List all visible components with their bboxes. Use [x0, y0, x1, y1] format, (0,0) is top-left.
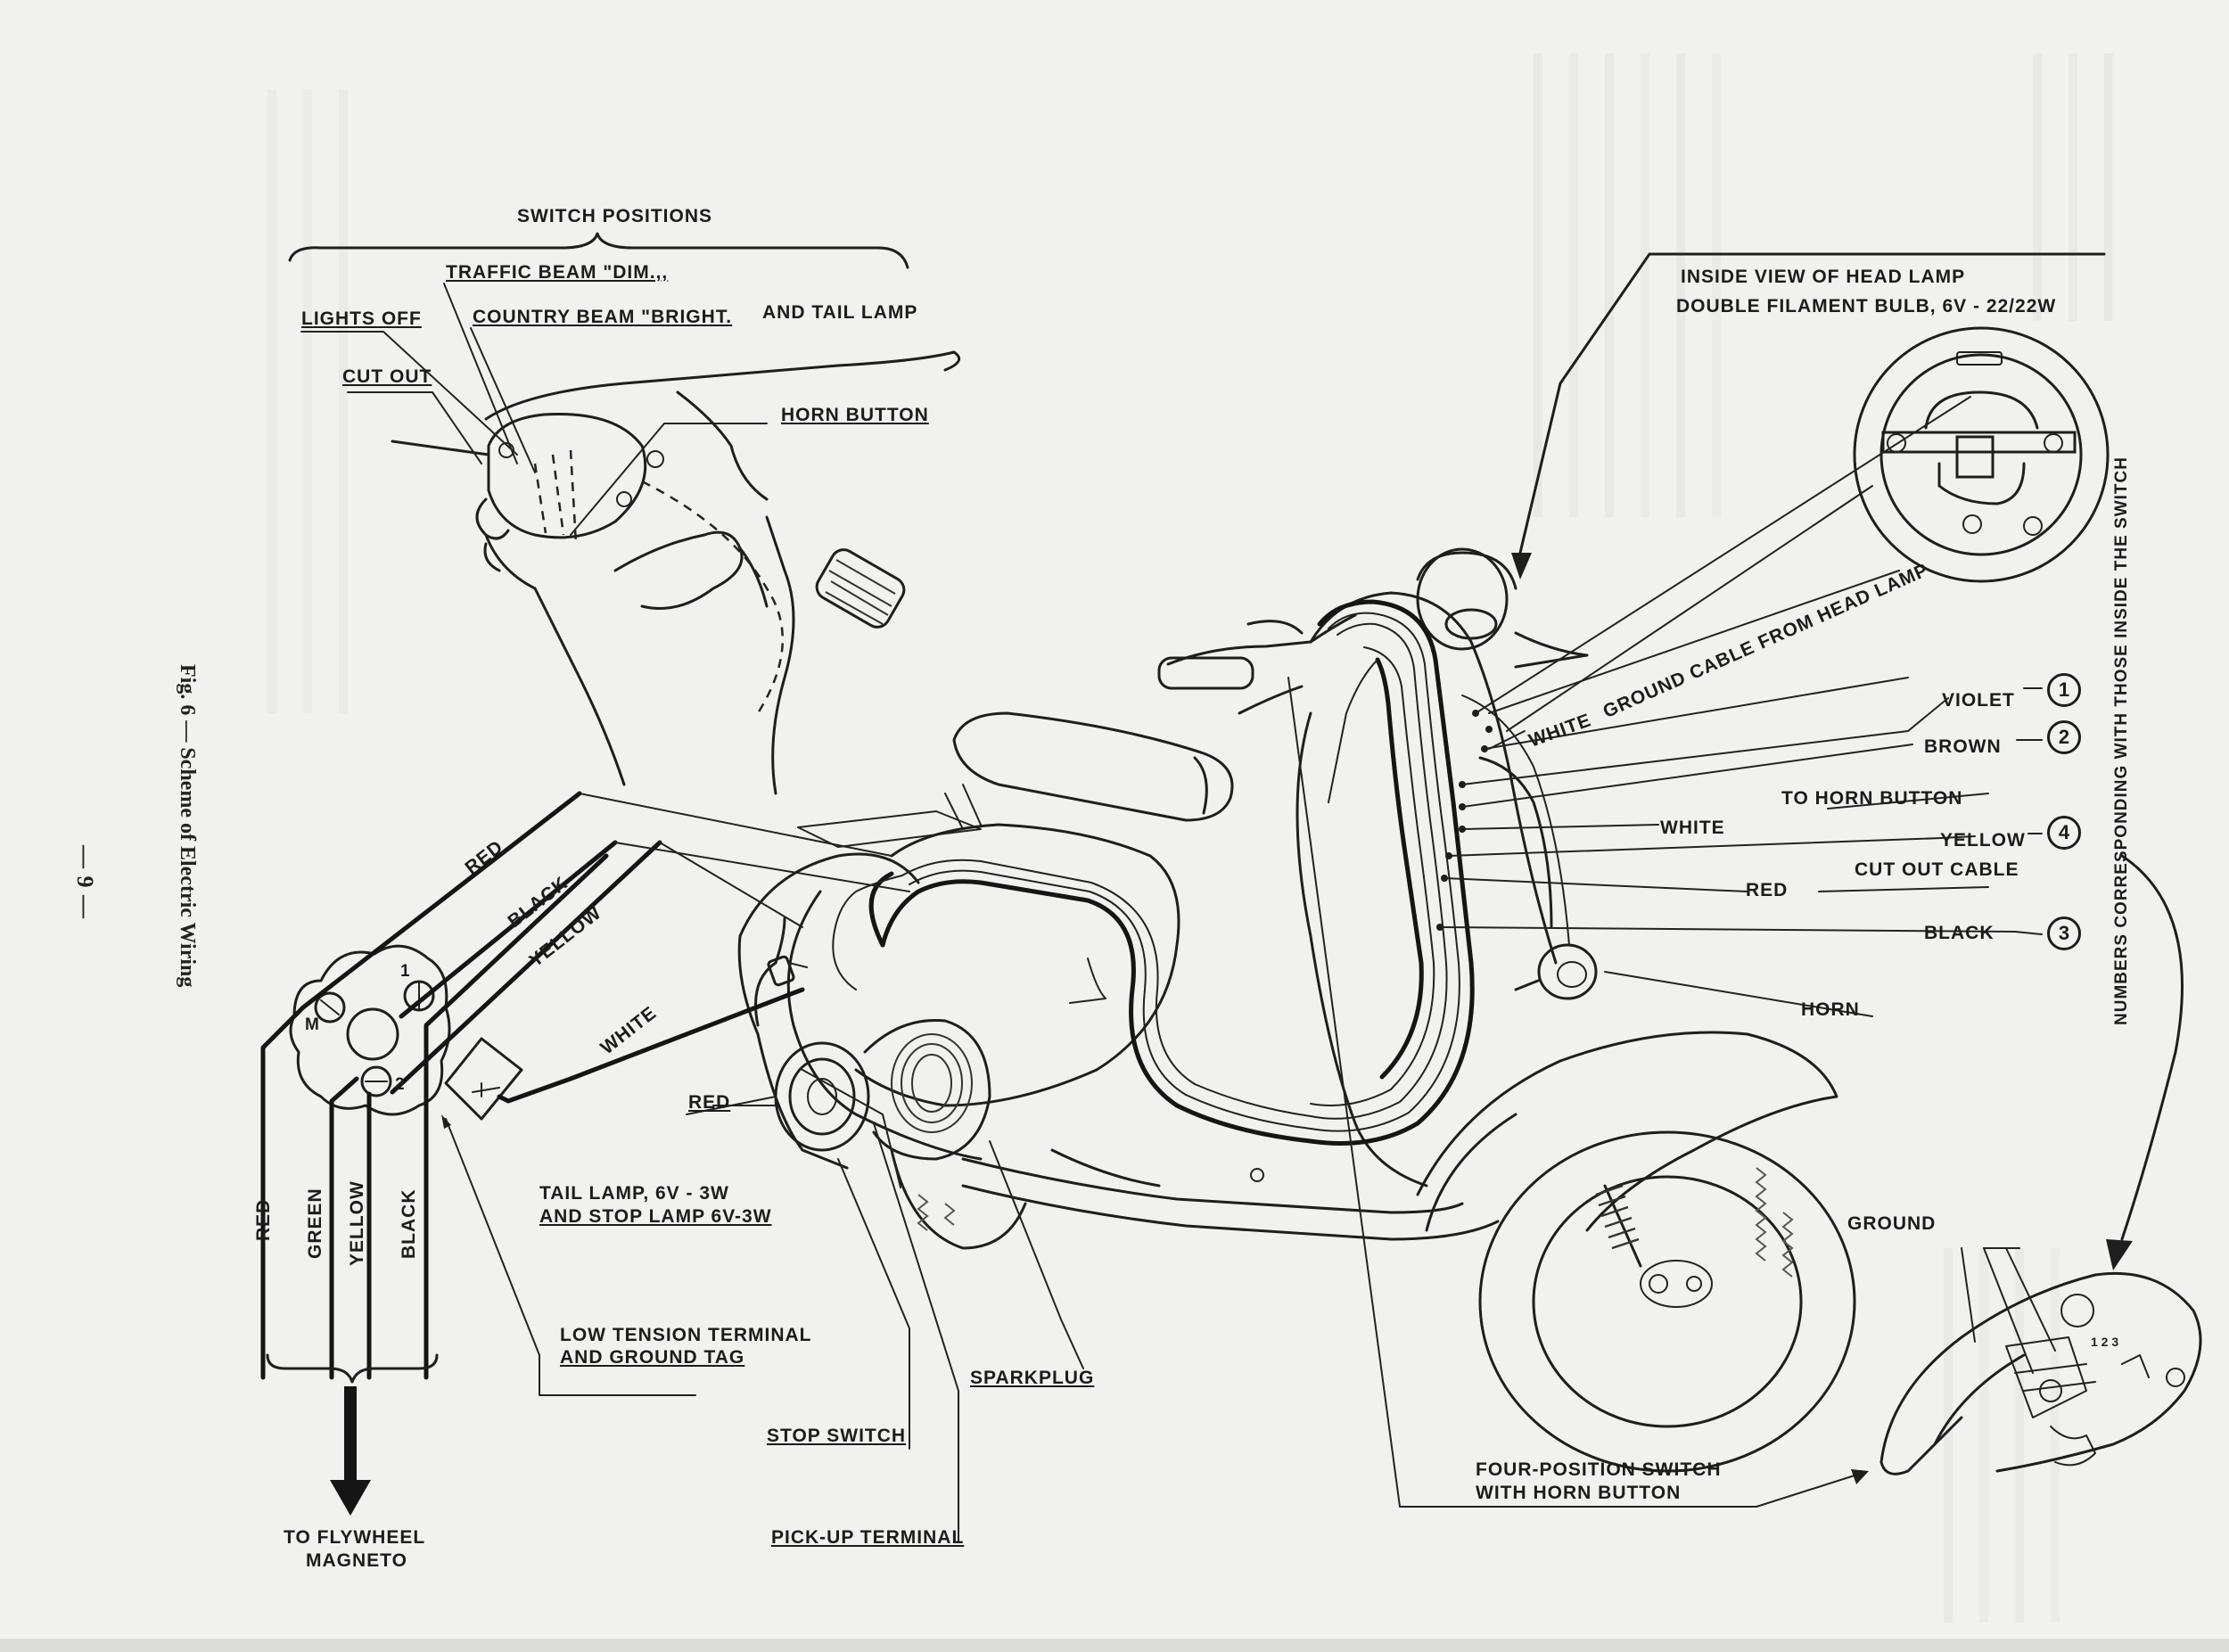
low-tension-label-2: AND GROUND TAG — [560, 1347, 745, 1368]
page-edge-shadow — [0, 1639, 2229, 1652]
four-position-leader — [1287, 677, 1869, 1508]
bleed-through-texture — [267, 53, 2113, 1623]
wire-red-label: RED — [1746, 880, 1789, 900]
flywheel-label-2: MAGNETO — [306, 1550, 407, 1571]
terminal-1-mark: 1 — [400, 962, 411, 981]
tail-lamp-label-2: AND STOP LAMP 6V-3W — [539, 1206, 772, 1227]
head-lamp-title-2: DOUBLE FILAMENT BULB, 6V - 22/22W — [1676, 296, 2057, 316]
four-position-switch-drawing: 1 2 3 — [1879, 1247, 2202, 1475]
page-number: — 9 — — [72, 845, 98, 919]
handlebar-switch-drawing — [391, 350, 961, 795]
wire-violet-label: VIOLET — [1942, 690, 2015, 711]
to-horn-button-label: TO HORN BUTTON — [1781, 788, 1963, 809]
stop-switch-label: STOP SWITCH — [767, 1426, 907, 1446]
low-tension-label-1: LOW TENSION TERMINAL — [560, 1325, 812, 1345]
flywheel-arrow — [266, 1353, 439, 1516]
bottom-wire-black: BLACK — [399, 1188, 419, 1260]
wire-black-label: BLACK — [1924, 923, 1995, 943]
ground-label: GROUND — [1847, 1213, 1937, 1234]
wire-number-2: 2 — [2047, 720, 2081, 754]
country-beam-label: COUNTRY BEAM "BRIGHT. — [473, 307, 733, 327]
cut-out-cable-label: CUT OUT CABLE — [1855, 859, 2019, 880]
flywheel-label-1: TO FLYWHEEL — [284, 1527, 426, 1548]
switch-leaders — [300, 283, 768, 536]
switch-arrow — [2106, 854, 2184, 1270]
wire-number-1: 1 — [2047, 673, 2081, 707]
wire-number-3: 3 — [2047, 916, 2081, 950]
wire-brown-label: BROWN — [1924, 736, 2002, 757]
bottom-wire-red: RED — [253, 1198, 274, 1241]
switch-wire-leaders — [1436, 396, 2043, 1017]
tail-lamp-label-1: TAIL LAMP, 6V - 3W — [539, 1183, 729, 1204]
wire-number-4: 4 — [2047, 816, 2081, 850]
bottom-wire-yellow: YELLOW — [347, 1180, 367, 1266]
svg-text:1 2 3: 1 2 3 — [2091, 1335, 2118, 1349]
horn-button-label: HORN BUTTON — [781, 405, 929, 425]
terminal-block — [289, 944, 523, 1121]
pickup-terminal-label: PICK-UP TERMINAL — [771, 1527, 965, 1548]
terminal-m-mark: M — [305, 1015, 320, 1034]
switch-positions-title: SWITCH POSITIONS — [517, 206, 713, 226]
four-position-switch-label-2: WITH HORN BUTTON — [1476, 1483, 1682, 1503]
headlamp-inside-view — [1853, 326, 2110, 583]
left-wires — [260, 791, 910, 1380]
traffic-beam-label: TRAFFIC BEAM "DIM.,, — [446, 262, 669, 283]
lights-off-label: LIGHTS OFF — [301, 308, 422, 329]
head-lamp-title-1: INSIDE VIEW OF HEAD LAMP — [1681, 267, 1966, 287]
horn-label: HORN — [1801, 999, 1860, 1020]
wire-white-label: WHITE — [1660, 818, 1725, 838]
left-leaders — [441, 1069, 1084, 1543]
and-tail-lamp-label: AND TAIL LAMP — [762, 302, 918, 323]
figure-caption: Fig. 6 — Scheme of Electric Wiring — [176, 664, 199, 988]
wire-yellow-label: YELLOW — [1940, 830, 2026, 851]
bottom-wire-green: GREEN — [305, 1188, 325, 1259]
terminal-2-mark: 2 — [395, 1075, 406, 1094]
switch-positions-brace — [288, 232, 909, 269]
head-lamp-arrow — [1511, 252, 2106, 579]
four-position-switch-label-1: FOUR-POSITION SWITCH — [1476, 1459, 1722, 1480]
sparkplug-label: SPARKPLUG — [970, 1368, 1095, 1388]
tail-red-label: RED — [688, 1092, 731, 1113]
cut-out-label: CUT OUT — [342, 366, 432, 387]
scooter-drawing — [737, 547, 1856, 1473]
numbers-note: NUMBERS CORRESPONDING WITH THOSE INSIDE … — [2112, 456, 2131, 1025]
